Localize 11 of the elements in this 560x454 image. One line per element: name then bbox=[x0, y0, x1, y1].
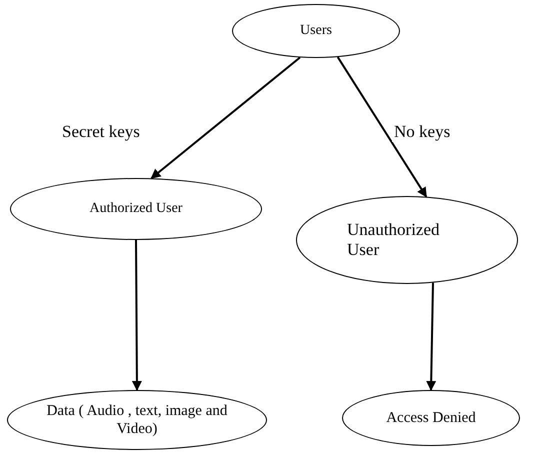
arrow bbox=[426, 282, 436, 391]
edge-label: No keys bbox=[392, 122, 452, 142]
node-label: Authorized User bbox=[88, 200, 184, 218]
arrow bbox=[132, 240, 142, 391]
node-label: Users bbox=[300, 22, 332, 40]
arrow bbox=[336, 56, 428, 198]
node-label: Unauthorized User bbox=[347, 220, 441, 260]
edge-label: Secret keys bbox=[60, 122, 142, 142]
arrow bbox=[150, 56, 301, 179]
node-label: Access Denied bbox=[385, 409, 477, 427]
node-label: Data ( Audio , text, image and Video) bbox=[46, 402, 228, 438]
